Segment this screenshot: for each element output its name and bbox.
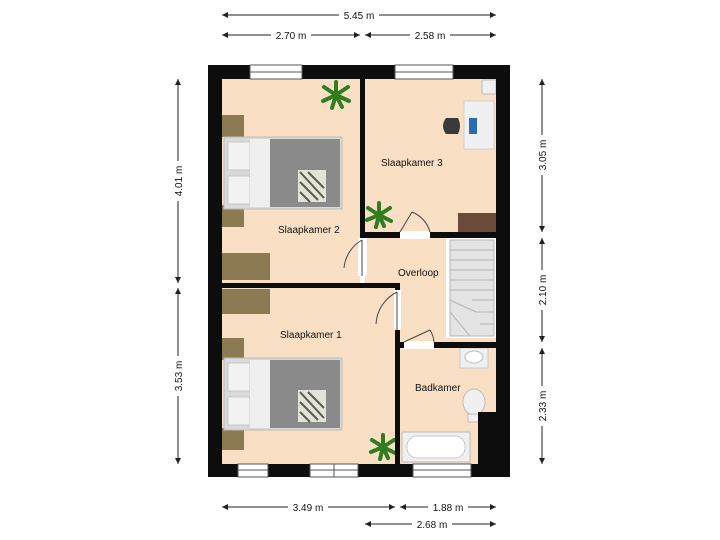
toilet bbox=[462, 388, 486, 423]
dresser-slaapkamer-1 bbox=[222, 289, 270, 314]
dim-left-lower: 3.53 m bbox=[174, 361, 185, 392]
dim-top-right: 2.58 m bbox=[415, 31, 446, 42]
doors bbox=[343, 211, 435, 349]
bed-slaapkamer-2 bbox=[222, 115, 343, 227]
stairs bbox=[449, 239, 495, 337]
window-top-right bbox=[394, 64, 454, 80]
plant-icon bbox=[365, 201, 393, 229]
wall-vertical-upper bbox=[360, 79, 365, 232]
wall-bath-shaft bbox=[478, 412, 496, 464]
bed-slaapkamer-1 bbox=[222, 338, 343, 450]
dimension-labels: 5.45 m 2.70 m 2.58 m 4.01 m 3.53 m 3.05 … bbox=[171, 8, 549, 531]
dim-bottom-right: 1.88 m bbox=[433, 503, 464, 514]
sink bbox=[459, 347, 489, 369]
wall-bath-left bbox=[395, 288, 400, 464]
door-slaapkamer-3 bbox=[399, 211, 431, 239]
dresser-slaapkamer-2 bbox=[222, 253, 270, 280]
window-bottom-right bbox=[412, 463, 472, 478]
dim-bottom-left: 3.49 m bbox=[293, 503, 324, 514]
dim-top-total: 5.45 m bbox=[344, 11, 375, 22]
dim-bottom-lower: 2.68 m bbox=[417, 520, 448, 531]
door-slaapkamer-1 bbox=[375, 290, 401, 330]
dim-top-left: 2.70 m bbox=[276, 31, 307, 42]
desk-slaapkamer-3-lower bbox=[458, 213, 496, 232]
window-top-left bbox=[249, 64, 303, 80]
room-label-slaapkamer-2: Slaapkamer 2 bbox=[278, 225, 340, 236]
window-bottom-left bbox=[237, 463, 269, 478]
dim-right-upper: 3.05 m bbox=[538, 140, 549, 171]
room-label-badkamer: Badkamer bbox=[415, 383, 461, 394]
windows bbox=[237, 64, 472, 478]
door-badkamer bbox=[403, 329, 435, 349]
plant-icon bbox=[369, 433, 397, 461]
wall-bedroom2-bottom bbox=[222, 283, 400, 288]
dim-right-lower: 2.33 m bbox=[538, 391, 549, 422]
window-bottom-door bbox=[309, 463, 359, 478]
dim-left-upper: 4.01 m bbox=[174, 166, 185, 197]
plant-icon bbox=[321, 80, 351, 110]
bathtub bbox=[401, 431, 471, 463]
room-label-overloop: Overloop bbox=[398, 268, 439, 279]
room-label-slaapkamer-3: Slaapkamer 3 bbox=[381, 158, 443, 169]
wall-overloop-bottom bbox=[395, 342, 496, 348]
room-label-slaapkamer-1: Slaapkamer 1 bbox=[280, 330, 342, 341]
dim-right-middle: 2.10 m bbox=[538, 275, 549, 306]
door-slaapkamer-2 bbox=[343, 238, 367, 276]
